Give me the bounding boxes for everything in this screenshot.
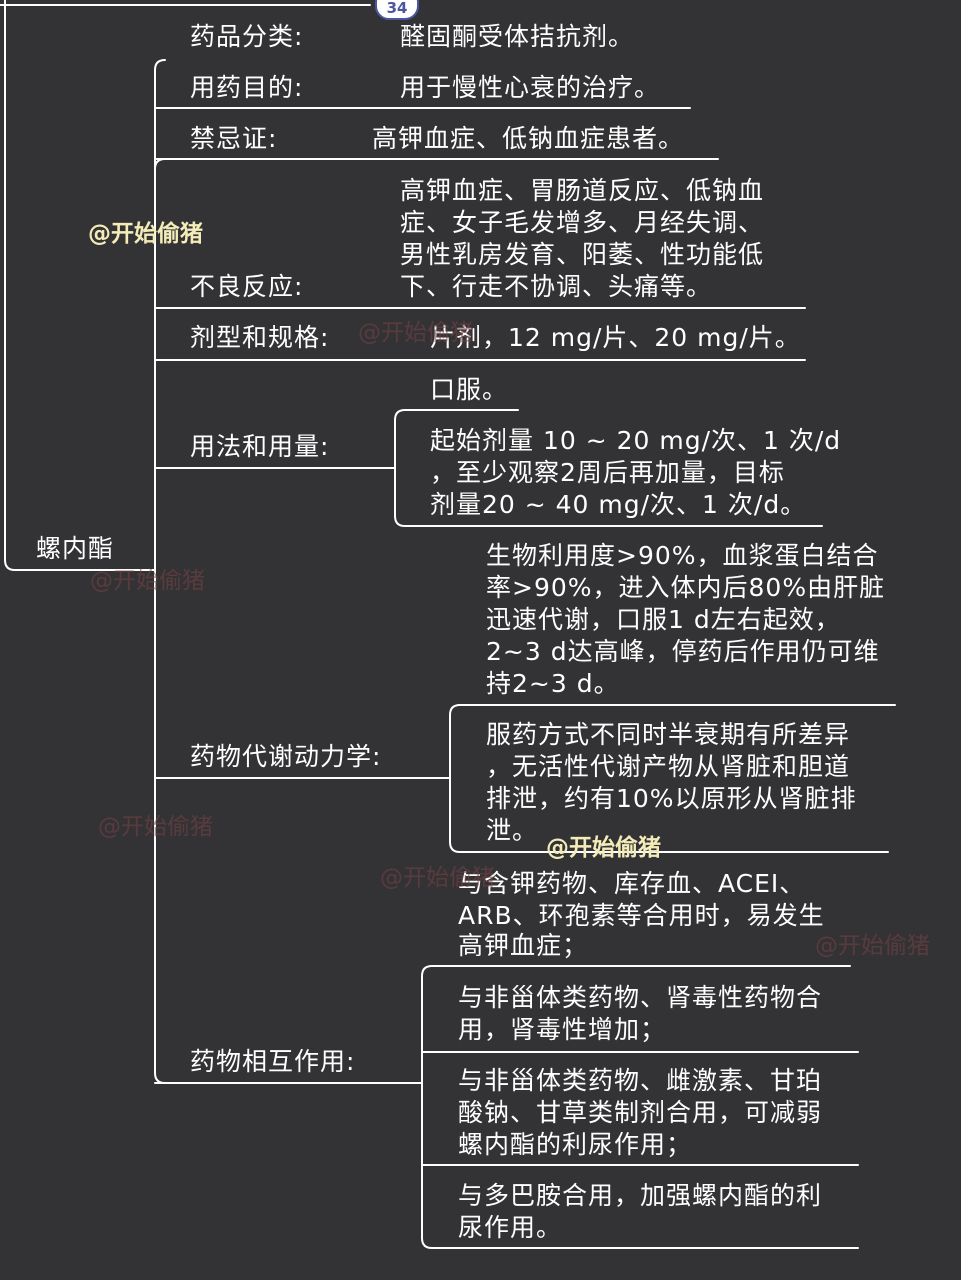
branch-label-purpose[interactable]: 用药目的: xyxy=(190,73,304,102)
branch-label-pharmacokinetics[interactable]: 药物代谢动力学: xyxy=(190,742,382,771)
node-value-line[interactable]: 排泄，约有10%以原形从肾脏排 xyxy=(486,784,857,813)
watermark: @开始偷猪 xyxy=(358,320,473,346)
node-value-line[interactable]: 率>90%，进入体内后80%由肝脏 xyxy=(486,573,886,602)
node-value-line[interactable]: 螺内酯的利尿作用； xyxy=(458,1130,693,1159)
node-value-line[interactable]: 用，肾毒性增加； xyxy=(458,1015,667,1044)
node-value-line[interactable]: 下、行走不协调、头痛等。 xyxy=(400,272,713,301)
subbranch-interactions xyxy=(421,965,859,1249)
node-value-line[interactable]: 尿作用。 xyxy=(458,1213,563,1242)
node-value-line[interactable]: 与非甾体类药物、雌激素、甘珀 xyxy=(458,1066,823,1095)
page-number-badge: 34 xyxy=(375,0,419,20)
root-node-label[interactable]: 螺内酯 xyxy=(36,534,115,563)
node-value-line[interactable]: 2~3 d达高峰，停药后作用仍可维 xyxy=(486,637,880,666)
trunk-connector xyxy=(154,59,166,1084)
branch-label-adverse-effects[interactable]: 不良反应: xyxy=(190,272,304,301)
node-value[interactable]: 口服。 xyxy=(430,375,509,404)
node-value-line[interactable]: 症、女子毛发增多、月经失调、 xyxy=(400,208,765,237)
watermark: @开始偷猪 xyxy=(815,933,930,959)
node-value-line[interactable]: ，至少观察2周后再加量，目标 xyxy=(430,458,785,487)
node-value-line[interactable]: 与多巴胺合用，加强螺内酯的利 xyxy=(458,1181,823,1210)
node-value-line[interactable]: 泄。 xyxy=(486,816,539,845)
watermark: @开始偷猪 xyxy=(88,221,203,247)
node-value[interactable]: 片剂，12 mg/片、20 mg/片。 xyxy=(430,323,801,352)
node-value-line[interactable]: ARB、环孢素等合用时，易发生 xyxy=(458,901,825,930)
node-value-line[interactable]: 起始剂量 10 ~ 20 mg/次、1 次/d xyxy=(430,426,842,455)
branch-label-administration[interactable]: 用法和用量: xyxy=(190,432,330,461)
node-value-line[interactable]: 高钾血症； xyxy=(458,931,589,960)
node-value-line[interactable]: 高钾血症、胃肠道反应、低钠血 xyxy=(400,176,765,205)
watermark: @开始偷猪 xyxy=(90,568,205,594)
node-value-line[interactable]: 与含钾药物、库存血、ACEI、 xyxy=(458,869,806,898)
node-value-line[interactable]: 生物利用度>90%，血浆蛋白结合 xyxy=(486,541,879,570)
node-value-line[interactable]: 服药方式不同时半衰期有所差异 xyxy=(486,720,851,749)
watermark: @开始偷猪 xyxy=(380,865,495,891)
branch-label-category[interactable]: 药品分类: xyxy=(190,22,304,51)
node-value-line[interactable]: ，无活性代谢产物从肾脏和胆道 xyxy=(486,752,851,781)
node-value-line[interactable]: 男性乳房发育、阳萎、性功能低 xyxy=(400,240,765,269)
watermark: @开始偷猪 xyxy=(546,835,661,861)
subbranch-pk xyxy=(449,704,889,853)
watermark: @开始偷猪 xyxy=(98,814,213,840)
node-value-line[interactable]: 持2~3 d。 xyxy=(486,669,620,698)
root-connector xyxy=(4,0,156,571)
node-value-line[interactable]: 酸钠、甘草类制剂合用，可减弱 xyxy=(458,1098,823,1127)
node-value[interactable]: 醛固酮受体拮抗剂。 xyxy=(400,22,635,51)
subbranch-usage xyxy=(394,409,823,527)
node-value[interactable]: 用于慢性心衰的治疗。 xyxy=(400,73,661,102)
node-value-line[interactable]: 剂量20 ~ 40 mg/次、1 次/d。 xyxy=(430,490,807,519)
branch-label-dosage-form[interactable]: 剂型和规格: xyxy=(190,323,330,352)
node-value-line[interactable]: 与非甾体类药物、肾毒性药物合 xyxy=(458,983,823,1012)
node-value[interactable]: 高钾血症、低钠血症患者。 xyxy=(372,124,685,153)
branch-label-interactions[interactable]: 药物相互作用: xyxy=(190,1047,356,1076)
branch-label-contraindications[interactable]: 禁忌证: xyxy=(190,124,278,153)
node-value-line[interactable]: 迅速代谢，口服1 d左右起效， xyxy=(486,605,841,634)
